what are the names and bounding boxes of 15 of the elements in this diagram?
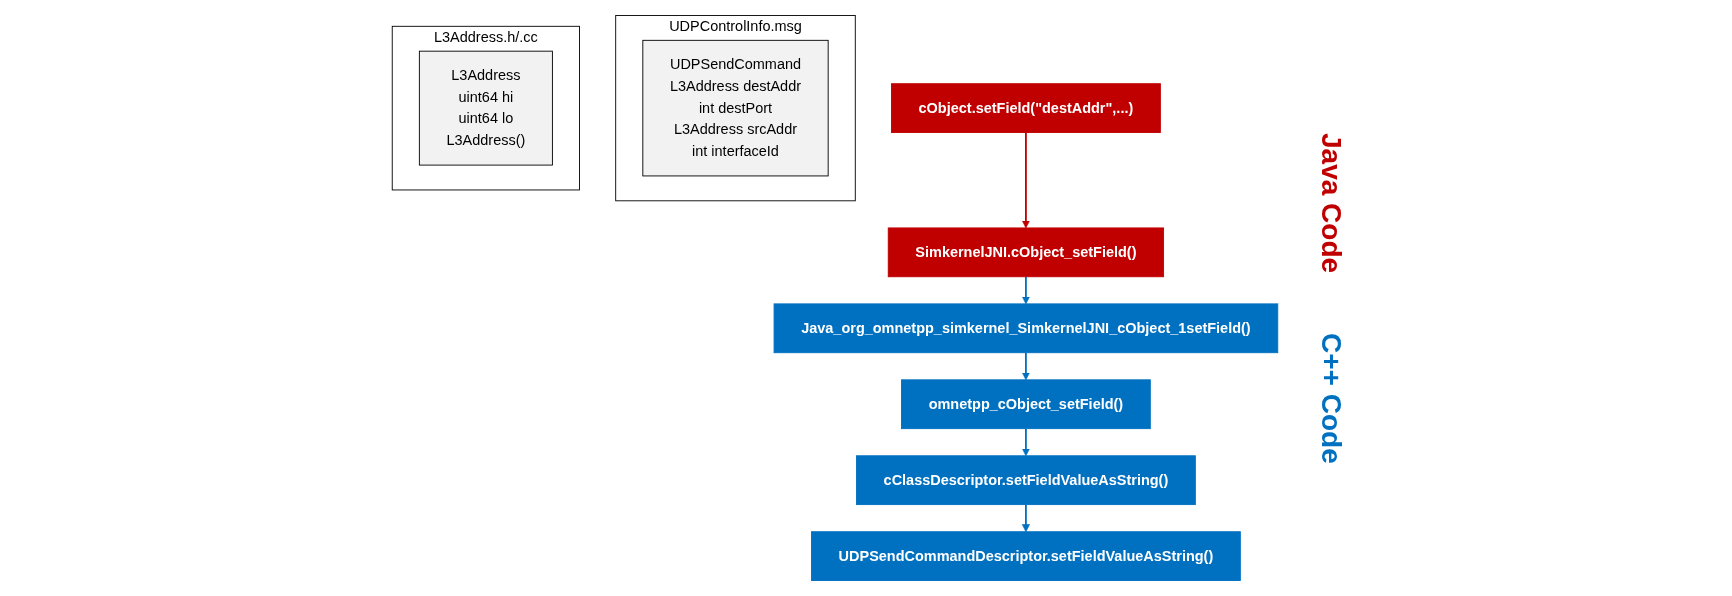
node-box: Java_org_omnetpp_simkernel_SimkernelJNI_cObject_1setField(): [773, 303, 1279, 354]
arrow: [1021, 275, 1030, 305]
node-box: cObject.setField("destAddr",...): [891, 83, 1161, 133]
arrow: [1021, 427, 1030, 457]
side-label: C++ Code: [1315, 332, 1347, 464]
node-box: UDPSendCommandDescriptor.setFieldValueAsString(): [811, 531, 1241, 581]
node-box: L3Address uint64 hi uint64 lo L3Address(): [418, 50, 553, 166]
node-box: cClassDescriptor.setFieldValueAsString(): [856, 455, 1196, 506]
arrow: [1021, 503, 1030, 533]
node-box: SimkernelJNI.cObject_setField(): [887, 227, 1165, 278]
side-label: Java Code: [1315, 132, 1347, 273]
arrow: [1021, 351, 1030, 381]
node-box: omnetpp_cObject_setField(): [901, 379, 1151, 430]
arrow: [1021, 131, 1030, 229]
node-box: UDPSendCommand L3Address destAddr int destPort L3Address srcAddr int interfaceId: [642, 39, 829, 177]
